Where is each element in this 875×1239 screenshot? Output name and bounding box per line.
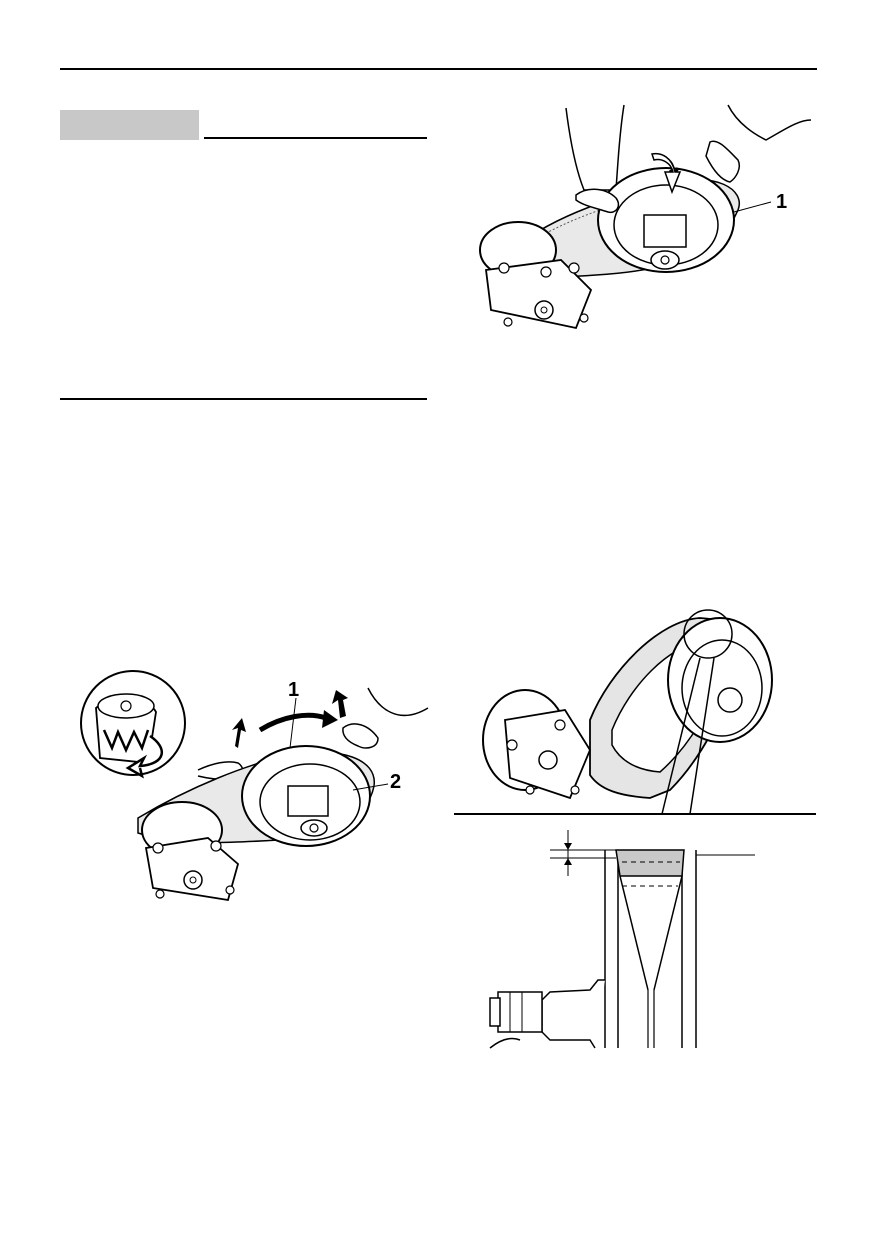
section-tab-marker bbox=[60, 110, 199, 140]
belt-removal-illustration bbox=[479, 104, 812, 330]
figure-belt-height-check bbox=[450, 600, 820, 1050]
section-divider-rule bbox=[60, 398, 427, 400]
header-rule bbox=[60, 68, 817, 70]
belt-lift-illustration bbox=[80, 670, 429, 902]
callout-2: 2 bbox=[390, 771, 402, 793]
figure-belt-removal-top: 1 bbox=[466, 100, 826, 345]
belt-height-illustration bbox=[454, 609, 816, 1049]
section-tab-rule bbox=[204, 137, 427, 139]
callout-1: 1 bbox=[776, 191, 788, 213]
callout-1: 1 bbox=[288, 679, 300, 701]
figure-belt-lift: 1 2 bbox=[78, 668, 438, 908]
